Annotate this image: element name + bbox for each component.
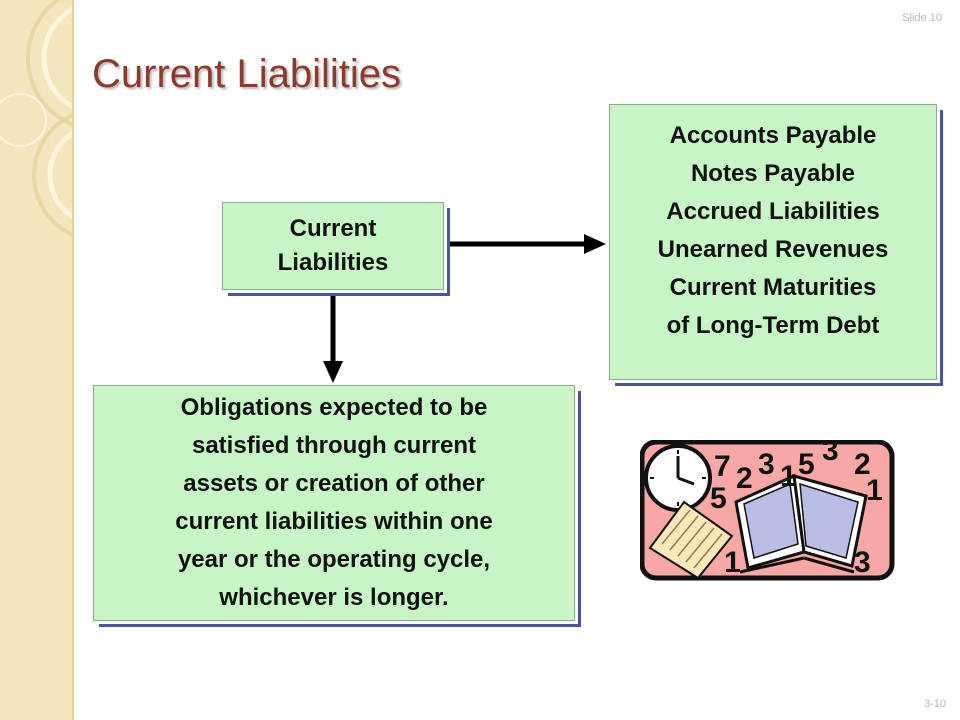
example-item: Unearned Revenues <box>657 236 889 263</box>
definition-line: whichever is longer. <box>219 584 449 611</box>
page-code: 3-10 <box>923 698 946 710</box>
example-item: of Long-Term Debt <box>666 312 880 339</box>
clipart-digit: 2 <box>854 448 871 481</box>
clipart-digits: 7 2 3 1 5 3 2 1 5 1 3 <box>710 440 883 579</box>
definition-line: satisfied through current <box>191 432 477 459</box>
current-box-line: Current <box>289 215 377 242</box>
open-book-icon <box>734 473 868 574</box>
definition-line: year or the operating cycle, <box>177 546 491 573</box>
current-box-line: Liabilities <box>277 249 389 276</box>
liability-examples-box: Accounts Payable Notes Payable Accrued L… <box>609 104 937 380</box>
clock-icon <box>644 444 712 512</box>
definition-line: current liabilities within one <box>175 508 493 535</box>
clipart-digit: 2 <box>736 462 753 495</box>
clipart-digit: 1 <box>724 546 741 579</box>
clipart-digit: 1 <box>866 474 883 507</box>
slide-title: Current Liabilities <box>92 52 402 96</box>
definition-box: Obligations expected to be satisfied thr… <box>93 385 575 621</box>
current-liabilities-box: Current Liabilities <box>222 202 444 290</box>
example-item: Current Maturities <box>669 274 877 301</box>
clipart-digit: 3 <box>758 448 775 481</box>
calendar-book-clipart: 7 2 3 1 5 3 2 1 5 1 3 <box>640 440 895 581</box>
definition-line: assets or creation of other <box>183 470 485 497</box>
example-item: Accounts Payable <box>669 122 877 149</box>
clipart-digit: 1 <box>780 460 797 493</box>
clipart-digit: 5 <box>798 448 815 481</box>
example-item: Notes Payable <box>690 160 856 187</box>
clipart-digit: 7 <box>714 450 731 483</box>
notepad-icon <box>648 500 734 580</box>
clipart-digit: 3 <box>822 440 839 467</box>
sidebar-circles <box>0 0 72 237</box>
connector-right-arrowhead <box>584 234 606 254</box>
connector-down-arrowhead <box>323 361 343 383</box>
slide-number: Slide 10 <box>902 12 942 24</box>
clipart-digit: 3 <box>854 546 871 579</box>
example-item: Accrued Liabilities <box>666 198 880 225</box>
definition-line: Obligations expected to be <box>180 394 488 421</box>
clipart-digit: 5 <box>710 482 727 515</box>
decorative-sidebar <box>0 0 74 720</box>
